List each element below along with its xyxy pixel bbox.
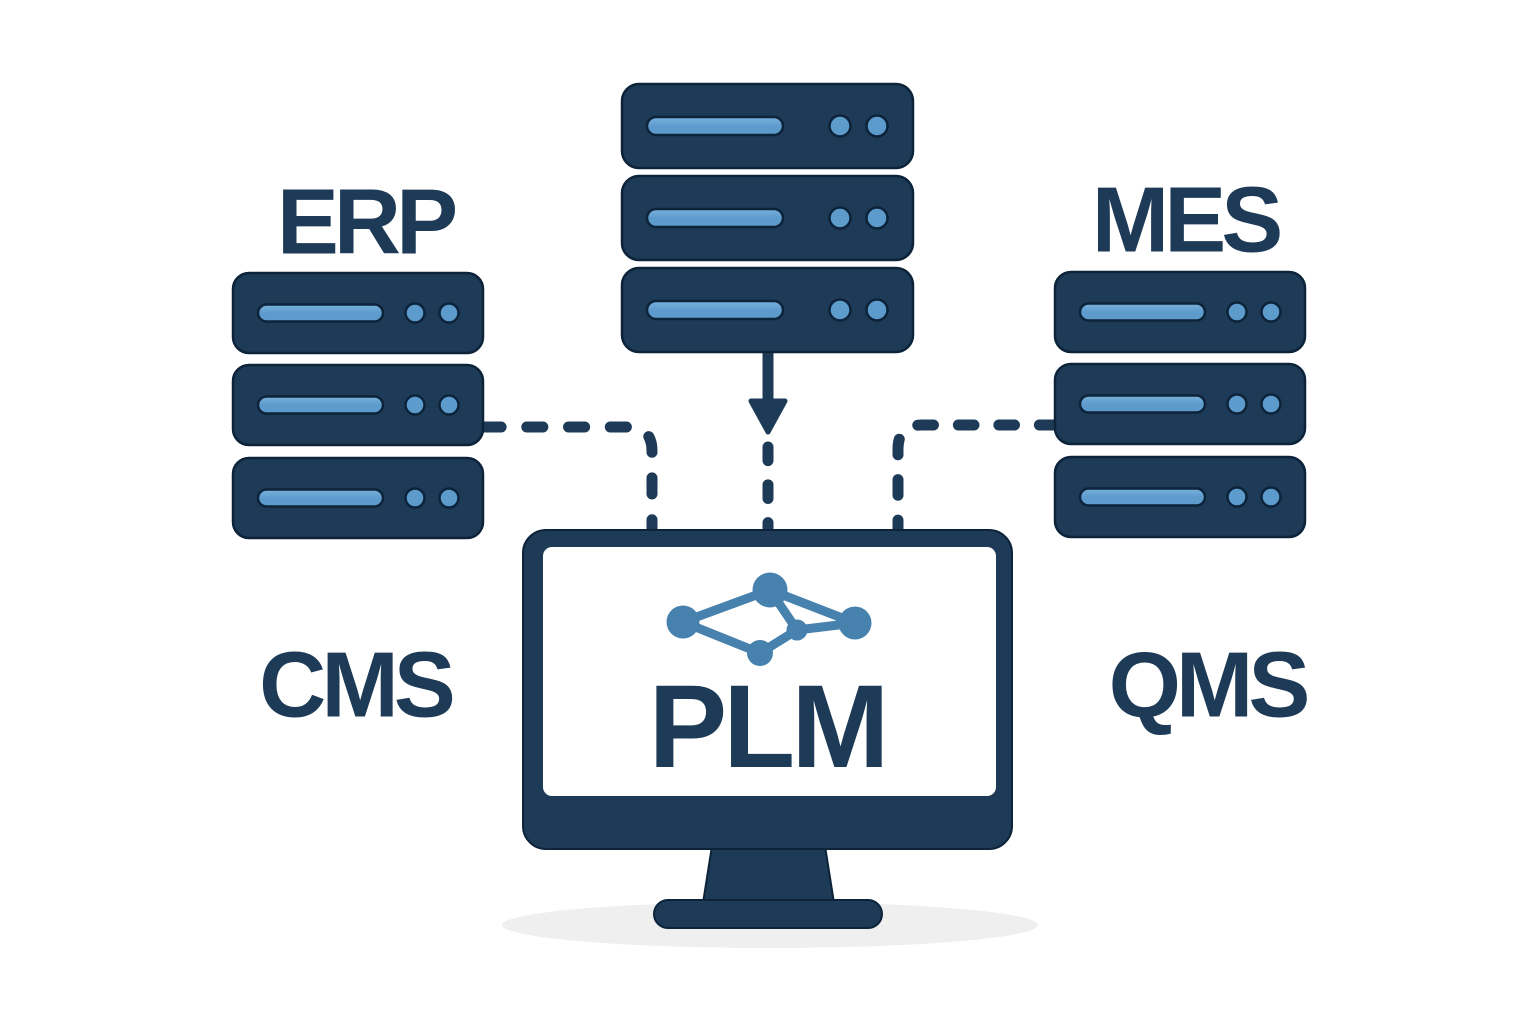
- server-slab: [620, 266, 915, 354]
- network-graph-icon: [666, 572, 872, 666]
- connector-mes-to-plm: [892, 419, 1061, 542]
- server-slab: [620, 82, 915, 170]
- monitor-neck: [701, 845, 836, 904]
- plm-monitor-icon: [522, 529, 1013, 929]
- server-slab: [231, 456, 485, 540]
- erp-label: ERP: [276, 169, 458, 274]
- mes-label: MES: [1091, 167, 1284, 272]
- server-slab: [231, 363, 485, 447]
- erp-server-stack-icon: [231, 271, 485, 540]
- monitor-screen: [543, 547, 996, 796]
- server-slab: [1053, 362, 1307, 446]
- plm-label: PLM: [648, 661, 889, 793]
- qms-label: QMS: [1108, 632, 1311, 737]
- cms-label: CMS: [259, 632, 456, 737]
- connector-erp-to-plm: [479, 421, 658, 542]
- connector-top-to-plm: [748, 345, 788, 542]
- mes-server-stack-icon: [1053, 270, 1307, 539]
- top-server-stack-icon: [620, 82, 915, 354]
- dashed-elbow-link: [479, 421, 658, 542]
- server-slab: [1053, 270, 1307, 354]
- server-slab: [231, 271, 485, 355]
- monitor-base: [653, 899, 883, 929]
- arrow-down-icon: [748, 398, 788, 435]
- server-slab: [1053, 455, 1307, 539]
- server-slab: [620, 174, 915, 262]
- dashed-elbow-link: [892, 419, 1061, 542]
